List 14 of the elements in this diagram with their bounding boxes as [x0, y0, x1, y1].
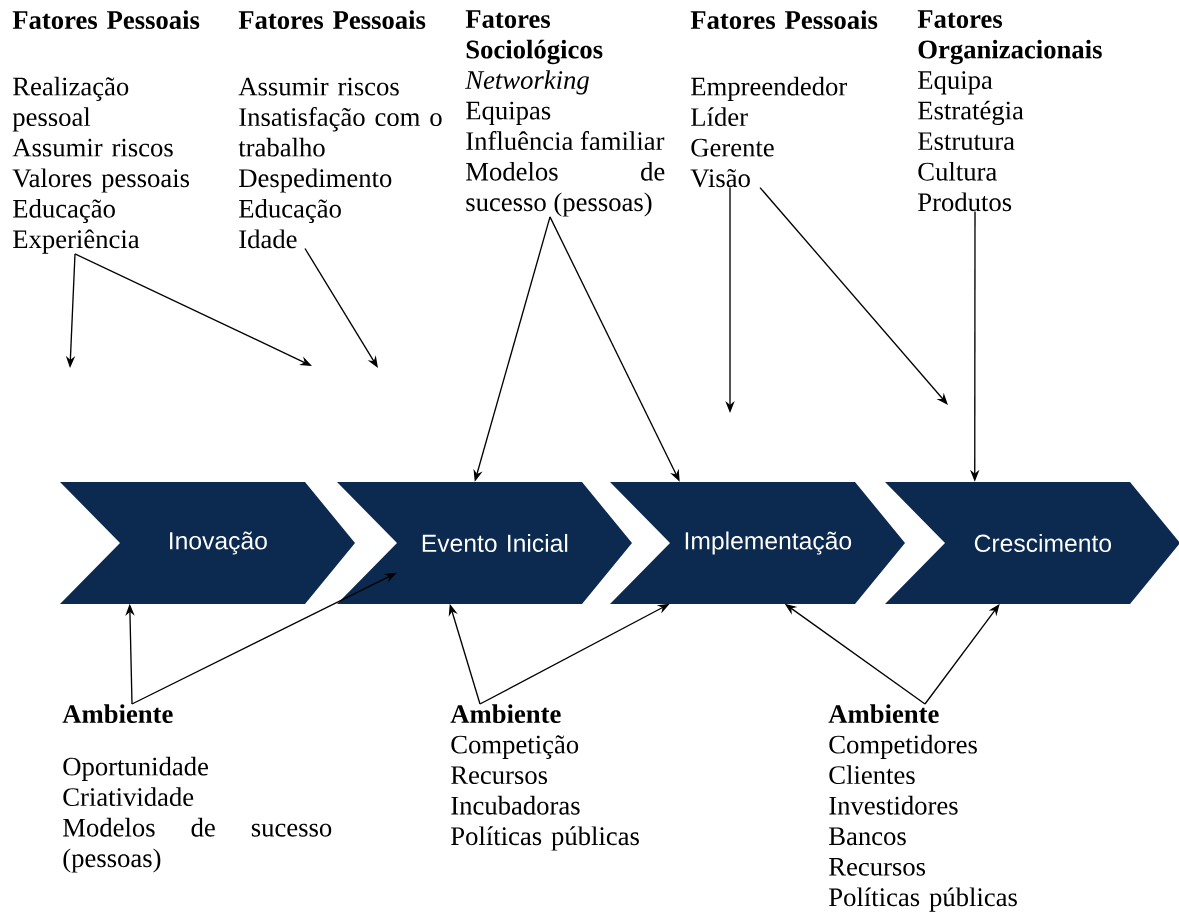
- process-step: Implementação: [610, 482, 905, 604]
- arrow: [304, 247, 378, 368]
- arrow: [759, 186, 948, 405]
- process-step: Crescimento: [885, 482, 1179, 604]
- factor-list: Fatores Organizacionais Equipa Estratégia Estrutura Cultura Produtos: [917, 10, 1102, 212]
- factor-list: Fatores Pessoais Realização pessoal Assumir riscos Valores pessoais Educação Experiência: [12, 10, 200, 254]
- factor-list: Fatores Sociológicos Networking Equipas Influência familiar Modelos de sucesso (pessoas): [465, 10, 665, 217]
- factor-list: Ambiente Oportunidade Criatividade Modelos de sucesso (pessoas): [62, 704, 332, 873]
- factor-list: Ambiente Competidores Clientes Investidores Bancos Recursos Políticas públicas: [828, 704, 1017, 912]
- factor-list: Fatores Pessoais Empreendedor Líder Gerente Visão: [690, 10, 878, 188]
- process-step: Evento Inicial: [337, 482, 632, 604]
- factor-list: Fatores Pessoais Assumir riscos Insatisfação com o trabalho Despedimento Educação Idade: [238, 10, 442, 249]
- process-step: Inovação: [60, 482, 355, 604]
- factor-list: Ambiente Competição Recursos Incubadoras Políticas públicas: [450, 704, 639, 851]
